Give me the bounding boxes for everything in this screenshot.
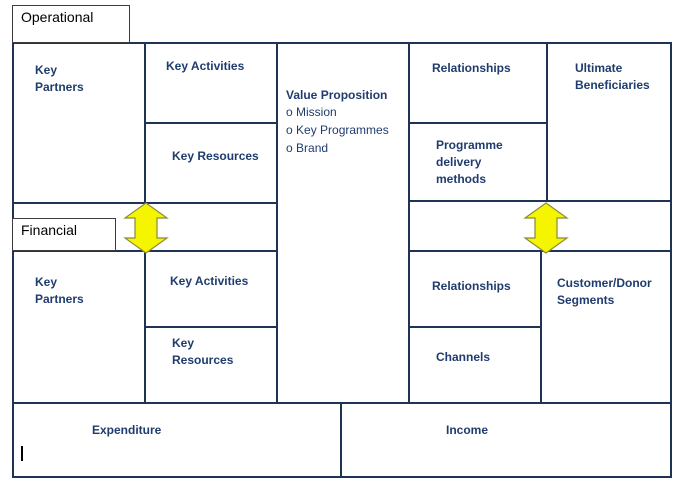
income-box <box>340 402 672 478</box>
fin-key-partners-line2: Partners <box>35 292 84 306</box>
op-programme-delivery-label: Programme delivery methods <box>436 137 503 188</box>
fin-channels-box <box>408 326 542 404</box>
right-link-arrow-icon <box>523 202 569 254</box>
op-key-activities-label: Key Activities <box>166 59 245 73</box>
fin-key-partners-line1: Key <box>35 275 58 289</box>
fin-customer-donor-line1: Customer/Donor <box>557 276 652 290</box>
fin-channels-label: Channels <box>436 350 491 364</box>
op-programme-delivery-line2: delivery <box>436 155 482 169</box>
op-key-partners-box <box>12 42 146 204</box>
op-key-partners-label: Key Partners <box>35 62 84 96</box>
expenditure-box <box>12 402 342 478</box>
op-ultimate-beneficiaries-label: Ultimate Beneficiaries <box>575 60 650 94</box>
fin-key-resources-line1: Key <box>172 336 195 350</box>
op-key-activities-box <box>144 42 278 124</box>
expenditure-label: Expenditure <box>92 423 162 437</box>
value-proposition-title: Value Proposition <box>286 88 388 102</box>
value-proposition-item: Mission <box>286 103 389 121</box>
fin-key-activities-label: Key Activities <box>170 274 249 288</box>
fin-key-partners-label: Key Partners <box>35 274 84 308</box>
op-programme-delivery-line1: Programme <box>436 138 503 152</box>
fin-key-activities-box <box>144 250 278 328</box>
value-proposition-item: Brand <box>286 139 389 157</box>
fin-customer-donor-box <box>540 250 672 404</box>
op-key-resources-label: Key Resources <box>172 149 259 163</box>
income-label: Income <box>446 423 489 437</box>
op-key-partners-line1: Key <box>35 63 58 77</box>
op-ultimate-beneficiaries-line1: Ultimate <box>575 61 623 75</box>
fin-key-resources-box <box>144 326 278 404</box>
fin-customer-donor-line2: Segments <box>557 293 615 307</box>
fin-relationships-label: Relationships <box>432 279 511 293</box>
op-key-resources-box <box>144 122 278 204</box>
op-relationships-label: Relationships <box>432 61 511 75</box>
fin-key-resources-label: Key Resources <box>172 335 233 369</box>
financial-tag: Financial <box>12 218 116 251</box>
op-relationships-box <box>408 42 548 124</box>
value-proposition-list: Mission Key Programmes Brand <box>286 103 389 157</box>
fin-key-partners-box <box>12 250 146 404</box>
op-key-partners-line2: Partners <box>35 80 84 94</box>
op-ultimate-beneficiaries-line2: Beneficiaries <box>575 78 650 92</box>
left-link-arrow-icon <box>123 202 169 254</box>
value-proposition-item: Key Programmes <box>286 121 389 139</box>
text-cursor[interactable] <box>21 446 23 461</box>
fin-customer-donor-label: Customer/Donor Segments <box>557 275 652 309</box>
op-ultimate-beneficiaries-box <box>546 42 672 204</box>
op-programme-delivery-line3: methods <box>436 172 487 186</box>
fin-key-resources-line2: Resources <box>172 353 234 367</box>
operational-tag: Operational <box>12 5 130 43</box>
